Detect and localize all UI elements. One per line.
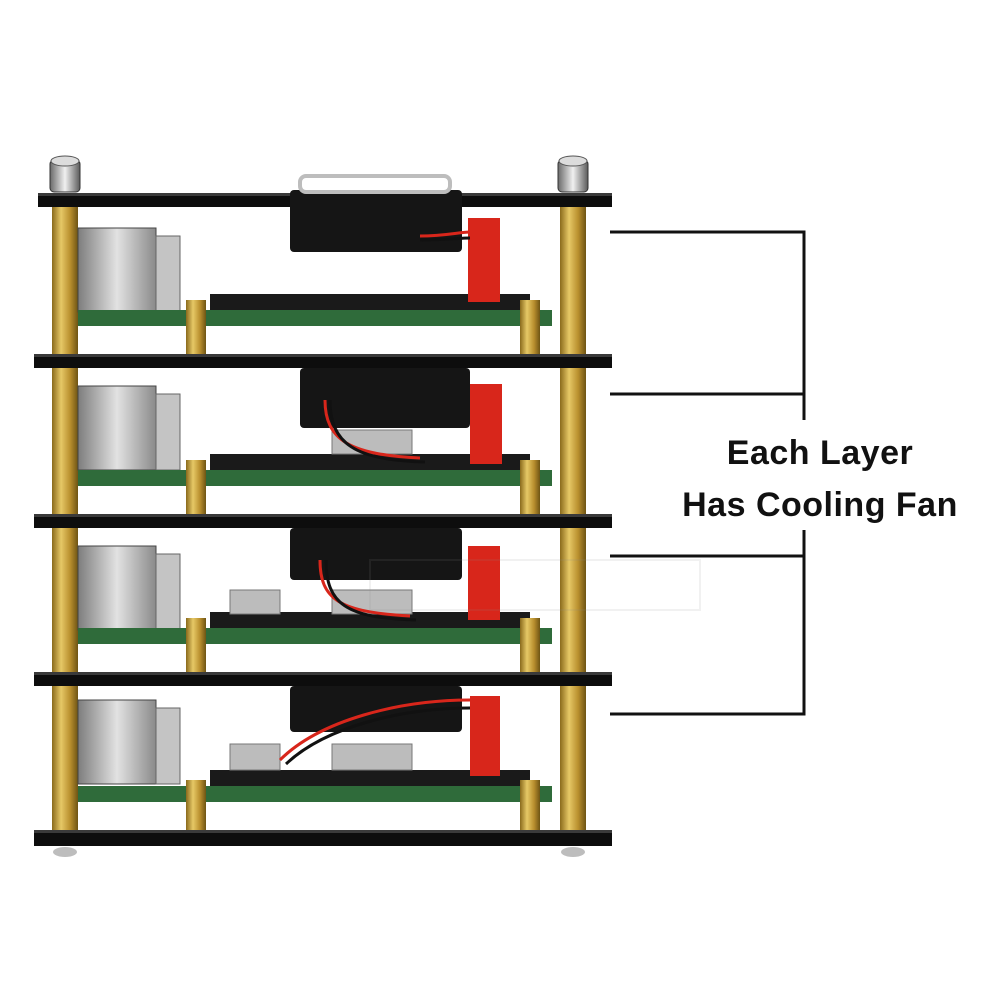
cooling-fan: [290, 686, 462, 732]
pcb-board: [78, 786, 552, 802]
usb-ethernet-ports: [77, 227, 157, 313]
gpio-header: [210, 612, 530, 628]
caption-line-2: Has Cooling Fan: [682, 486, 958, 524]
acrylic-plate: [34, 354, 612, 368]
caption-line-1: Each Layer: [726, 434, 914, 472]
fan-connector: [470, 696, 500, 776]
gpio-header: [210, 454, 530, 470]
cooling-fan: [290, 528, 462, 580]
acrylic-plate: [34, 514, 612, 528]
upper-bracket: [610, 230, 806, 396]
fan-connector: [468, 218, 500, 302]
pcb-board: [78, 628, 552, 644]
layer-2: [34, 354, 612, 516]
cooling-fan: [300, 368, 470, 428]
base-plate: [34, 830, 612, 857]
layer-1: [38, 174, 612, 356]
fan-connector: [468, 546, 500, 620]
heatsink: [229, 743, 281, 771]
layer-4: [34, 672, 612, 830]
gpio-header: [210, 770, 530, 786]
layer-bracket: [610, 230, 806, 716]
usb-ethernet-ports: [77, 545, 157, 631]
pcb-board: [78, 470, 552, 486]
heatsink: [331, 589, 413, 615]
watermark: [369, 559, 701, 611]
acrylic-plate: [34, 672, 612, 686]
lower-bracket: [610, 554, 806, 716]
layer-3: [34, 514, 612, 674]
usb-ethernet-ports: [77, 699, 157, 785]
pcb-board: [78, 310, 552, 326]
fan-connector: [470, 384, 502, 464]
gpio-header: [210, 294, 530, 310]
usb-ethernet-ports: [77, 385, 157, 471]
top-nuts: [49, 155, 589, 193]
fan-bracket: [298, 174, 452, 194]
heatsink: [229, 589, 281, 615]
cooling-fan: [290, 190, 462, 252]
heatsink: [331, 429, 413, 455]
heatsink: [331, 743, 413, 771]
